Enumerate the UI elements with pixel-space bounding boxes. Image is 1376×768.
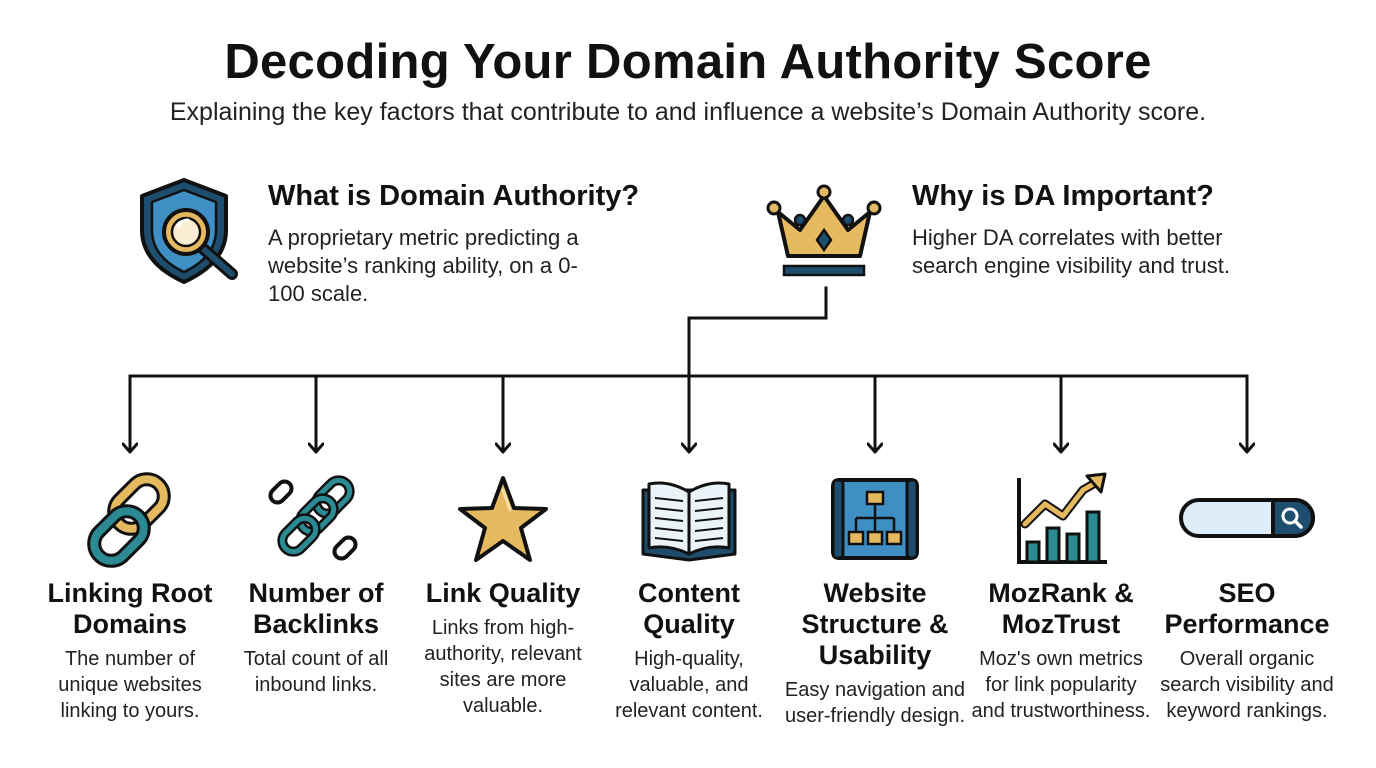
factor-content-quality: Content Quality High-quality, valuable, … <box>594 470 784 724</box>
shield-magnifier-icon <box>140 178 238 284</box>
crown-icon <box>766 184 882 277</box>
what-is-da-text: A proprietary metric predicting a websit… <box>268 225 579 306</box>
factor-desc: The number of unique websites linking to… <box>58 648 202 722</box>
factor-title: Content Quality <box>638 578 740 639</box>
star-icon <box>458 476 548 562</box>
why-da-important-heading: Why is DA Important? <box>912 180 1214 212</box>
sitemap-blueprint-icon <box>831 478 919 560</box>
factor-seo-performance: SEO Performance Overall organic search v… <box>1152 470 1342 724</box>
factor-title: Website Structure & Usability <box>801 578 949 670</box>
factor-title: SEO Performance <box>1164 578 1330 639</box>
factor-desc: Links from high-authority, relevant site… <box>424 617 582 717</box>
page-subtitle: Explaining the key factors that contribu… <box>169 98 1207 126</box>
why-da-important-text: Higher DA correlates with better search … <box>912 225 1230 278</box>
page-title: Decoding Your Domain Authority Score <box>224 35 1152 89</box>
factor-number-of-backlinks: Number of Backlinks Total count of all i… <box>221 470 411 698</box>
factor-desc: Easy navigation and user-friendly design… <box>784 679 966 727</box>
factor-title: Linking Root Domains <box>47 578 213 639</box>
factor-title: MozRank & MozTrust <box>988 578 1134 639</box>
growth-chart-icon <box>1017 472 1107 564</box>
search-bar-icon <box>1179 498 1315 538</box>
factor-desc: Moz's own metrics for link popularity an… <box>971 648 1151 722</box>
factor-website-structure: Website Structure & Usability Easy navig… <box>780 470 970 729</box>
factor-title: Link Quality <box>425 578 581 608</box>
factor-desc: Overall organic search visibility and ke… <box>1160 648 1334 722</box>
multiple-links-icon <box>268 475 358 561</box>
trunk-connector <box>687 286 828 378</box>
factor-mozrank-moztrust: MozRank & MozTrust Moz's own metrics for… <box>966 470 1156 724</box>
chain-link-icon <box>87 472 171 568</box>
factor-desc: High-quality, valuable, and relevant con… <box>615 648 763 722</box>
factor-desc: Total count of all inbound links. <box>243 648 389 696</box>
factor-title: Number of Backlinks <box>248 578 384 639</box>
factor-linking-root-domains: Linking Root Domains The number of uniqu… <box>35 470 225 724</box>
what-is-da-heading: What is Domain Authority? <box>268 180 640 212</box>
open-book-icon <box>641 481 737 562</box>
factor-link-quality: Link Quality Links from high-authority, … <box>408 470 598 719</box>
